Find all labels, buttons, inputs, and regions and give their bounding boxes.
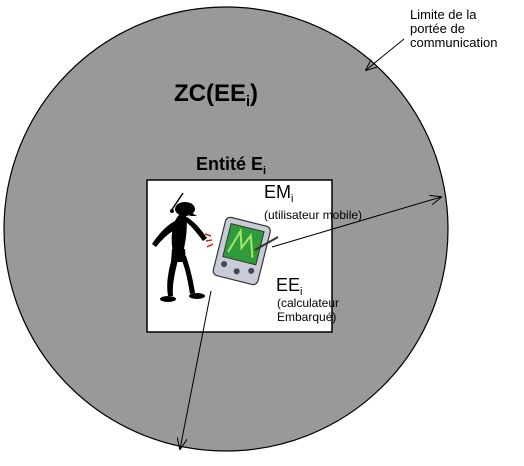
radius-arrow-right (271, 197, 441, 248)
signal-icon (204, 233, 214, 248)
communication-zone-label: ZC(EEi) (174, 80, 258, 111)
radius-arrow-down (180, 290, 212, 449)
mobile-user-figure (152, 192, 207, 302)
embedded-computer-label: EEi (276, 275, 303, 298)
embedded-computer-description: (calculateur Embarqué) (277, 296, 340, 324)
mobile-user-label: EMi (264, 182, 294, 205)
embedded-computer-device (212, 216, 271, 286)
entity-title: Entité Ei (196, 154, 267, 177)
range-limit-pointer (366, 38, 405, 70)
range-limit-label: Limite de la portée de communication (410, 7, 498, 50)
stylus-icon (254, 236, 279, 251)
mobile-user-description: (utilisateur mobile) (264, 208, 363, 222)
